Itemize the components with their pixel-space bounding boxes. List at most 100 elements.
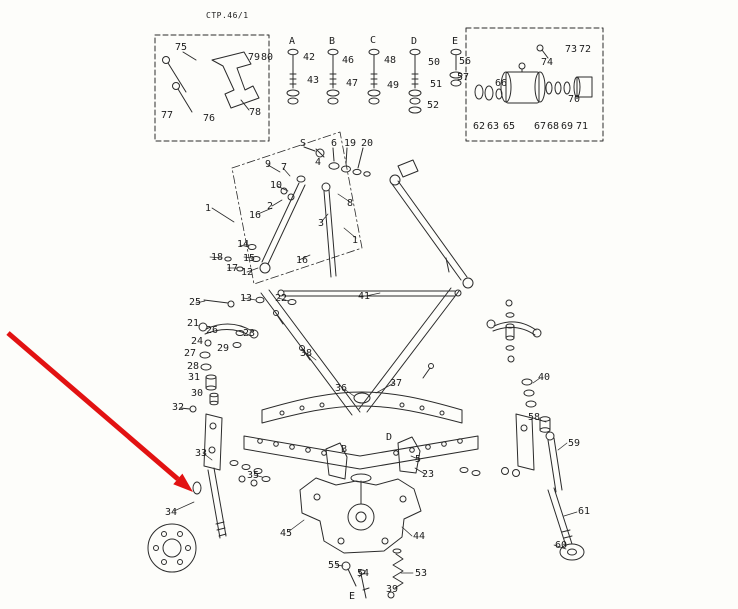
part-label: 47 bbox=[346, 78, 358, 89]
part-label: 34 bbox=[165, 507, 177, 518]
part-label: 4 bbox=[315, 157, 321, 168]
part-label: 80 bbox=[261, 52, 273, 63]
part-label: 70 bbox=[568, 94, 580, 105]
part-label: 73 bbox=[565, 44, 577, 55]
axle-beam-upper bbox=[261, 391, 463, 424]
part-label: 28 bbox=[187, 361, 199, 372]
part-label: 46 bbox=[342, 55, 354, 66]
red-arrow-head bbox=[173, 473, 193, 492]
part-label: 23 bbox=[422, 469, 434, 480]
part-label: 21 bbox=[187, 318, 199, 329]
diagram-line-art bbox=[147, 27, 604, 599]
part-label: 12 bbox=[241, 267, 253, 278]
center-pedestal bbox=[299, 436, 422, 599]
part-label: 65 bbox=[503, 121, 515, 132]
part-label: 24 bbox=[191, 336, 203, 347]
part-label: 49 bbox=[387, 80, 399, 91]
wheel-hub bbox=[147, 523, 197, 573]
part-label: 37 bbox=[390, 378, 402, 389]
red-arrow-shaft bbox=[6, 331, 180, 481]
part-label: 78 bbox=[249, 107, 261, 118]
inset-box-cylinder bbox=[465, 27, 604, 142]
page-title: CTP.46/1 bbox=[206, 11, 249, 20]
part-label: 6 bbox=[331, 138, 337, 149]
part-label: E bbox=[452, 36, 458, 47]
part-label: 2 bbox=[267, 201, 273, 212]
part-label: C bbox=[370, 35, 376, 46]
part-label: 15 bbox=[243, 253, 255, 264]
part-label: 66 bbox=[495, 78, 507, 89]
part-label: B bbox=[329, 36, 335, 47]
part-label: 13 bbox=[240, 293, 252, 304]
part-label: 41 bbox=[358, 291, 370, 302]
cylinder-inset-parts bbox=[474, 44, 593, 104]
bracket-inset-parts bbox=[162, 51, 260, 113]
part-label: 59 bbox=[568, 438, 580, 449]
part-label: 1 bbox=[352, 235, 358, 246]
part-label: 10 bbox=[270, 180, 282, 191]
part-label: 62 bbox=[473, 121, 485, 132]
left-kingpin-hub bbox=[147, 460, 271, 573]
part-label: 55 bbox=[328, 560, 340, 571]
part-label: 30 bbox=[191, 388, 203, 399]
part-label: 69 bbox=[561, 121, 573, 132]
leader-lines bbox=[173, 164, 578, 578]
part-label: 9 bbox=[265, 159, 271, 170]
steering-linkage bbox=[224, 146, 474, 305]
part-label: 48 bbox=[384, 55, 396, 66]
part-label: 71 bbox=[576, 121, 588, 132]
part-label: 38 bbox=[300, 348, 312, 359]
part-label: 67 bbox=[534, 121, 546, 132]
construction-outline bbox=[231, 131, 363, 285]
part-label: 68 bbox=[547, 121, 559, 132]
part-label: 32 bbox=[172, 402, 184, 413]
part-label: 52 bbox=[427, 100, 439, 111]
inset-box-bracket bbox=[154, 34, 270, 142]
part-label: 45 bbox=[280, 528, 292, 539]
part-label: 36 bbox=[335, 383, 347, 394]
radius-rod-frame bbox=[260, 287, 462, 416]
axle-beam-lower bbox=[203, 413, 535, 471]
part-label: S bbox=[300, 138, 306, 149]
part-label: 43 bbox=[307, 75, 319, 86]
part-label: 40 bbox=[538, 372, 550, 383]
part-label: 8 bbox=[347, 198, 353, 209]
part-label: 22 bbox=[275, 293, 287, 304]
part-label: 3 bbox=[318, 218, 324, 229]
part-label: 35 bbox=[247, 470, 259, 481]
part-label: 50 bbox=[428, 57, 440, 68]
part-label: E bbox=[349, 591, 355, 602]
right-kingpin-hub bbox=[459, 416, 585, 561]
part-label: 54 bbox=[357, 568, 369, 579]
part-label: 18 bbox=[211, 252, 223, 263]
part-label: 7 bbox=[281, 162, 287, 173]
part-label: 31 bbox=[188, 372, 200, 383]
part-label: 51 bbox=[430, 79, 442, 90]
part-label: 76 bbox=[203, 113, 215, 124]
part-label: 63 bbox=[487, 121, 499, 132]
part-label: 20 bbox=[361, 138, 373, 149]
part-label: 19 bbox=[344, 138, 356, 149]
part-label: 23 bbox=[243, 328, 255, 339]
red-arrow-annotation bbox=[6, 331, 193, 492]
part-label: 74 bbox=[541, 57, 553, 68]
part-label: 27 bbox=[184, 348, 196, 359]
part-label: 58 bbox=[528, 412, 540, 423]
part-label: B bbox=[341, 444, 347, 455]
part-label: 75 bbox=[175, 42, 187, 53]
part-label: 1 bbox=[205, 203, 211, 214]
part-label: 72 bbox=[579, 44, 591, 55]
part-label: 5 bbox=[415, 454, 421, 465]
fastener-columns bbox=[286, 48, 463, 114]
part-label: 42 bbox=[303, 52, 315, 63]
part-label: 26 bbox=[206, 325, 218, 336]
part-label: D bbox=[411, 36, 417, 47]
part-label: 60 bbox=[555, 540, 567, 551]
part-label: 53 bbox=[415, 568, 427, 579]
part-label: 56 bbox=[459, 56, 471, 67]
part-label: 33 bbox=[195, 448, 207, 459]
part-label: 14 bbox=[237, 239, 249, 250]
